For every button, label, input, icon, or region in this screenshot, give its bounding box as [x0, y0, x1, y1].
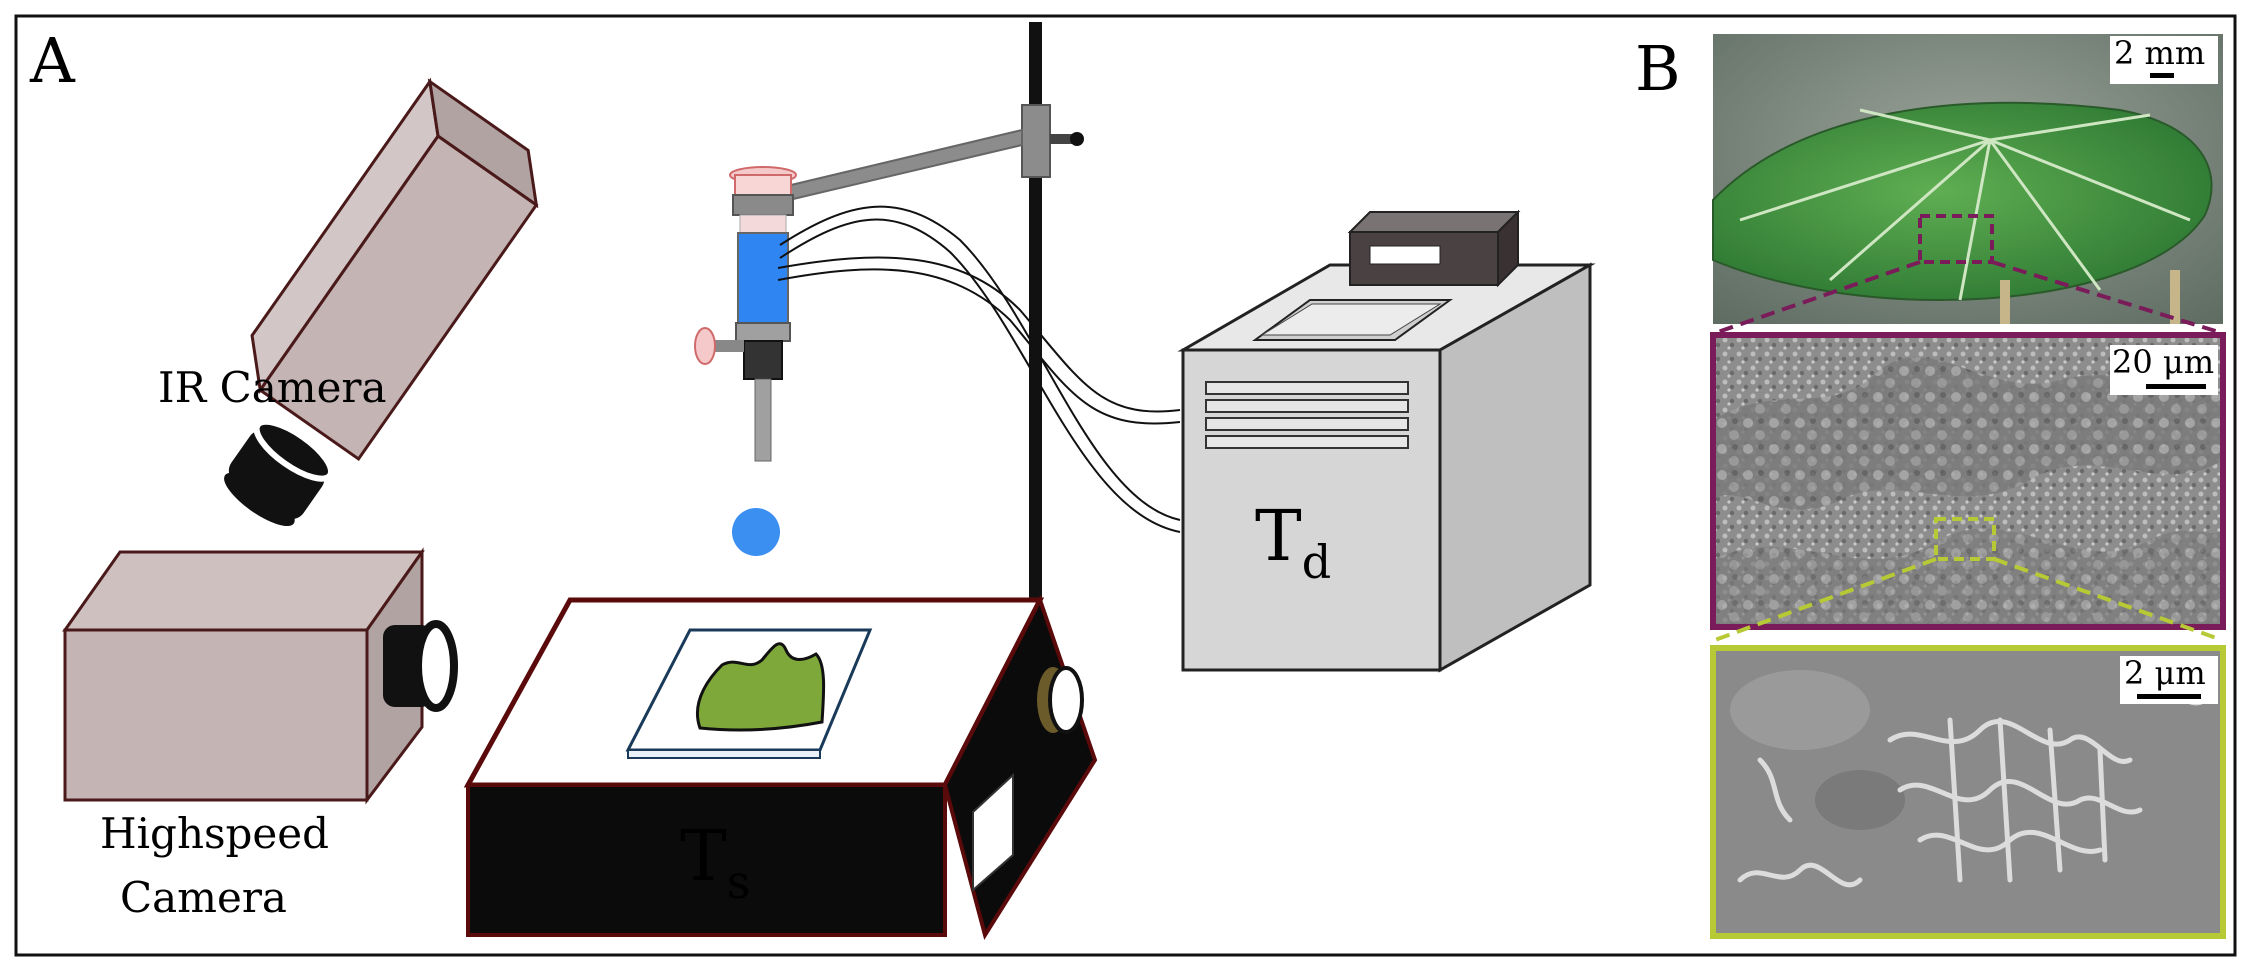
- panel-b-label: B: [1635, 32, 1681, 105]
- leaf-sample: [696, 642, 826, 732]
- sem-zoom-box: [1934, 517, 1996, 561]
- highspeed-camera: [62, 547, 458, 805]
- sem-image-high: 2 μm: [1710, 645, 2226, 939]
- bath-vents: [1205, 381, 1409, 449]
- leaf-zoom-box: [1918, 214, 1994, 264]
- heated-stage: [463, 594, 1098, 940]
- leaf-photo: 2 mm: [1712, 34, 2223, 324]
- scale-bar-sem-medium-label: 20 μm: [2112, 343, 2214, 381]
- panel-a-label: A: [29, 24, 76, 97]
- zoom-connector-2: [1714, 557, 2223, 642]
- ir-camera: [224, 77, 539, 527]
- scale-bar-leaf-label: 2 mm: [2114, 34, 2205, 72]
- stage-label: Ts: [680, 815, 750, 909]
- bath-controller: [1347, 209, 1521, 288]
- sample-slide: [625, 628, 873, 759]
- wax-crystals: [1737, 694, 2208, 888]
- sem-image-medium: 20 μm: [1710, 332, 2226, 630]
- tubing: [777, 205, 1181, 533]
- highspeed-camera-lens: [383, 620, 458, 712]
- figure-border: [14, 14, 2237, 957]
- scale-bar-sem-medium: [2146, 384, 2206, 389]
- syringe: [694, 166, 797, 462]
- scale-bar-sem-high-label: 2 μm: [2124, 654, 2206, 692]
- bath-label: Td: [1255, 495, 1331, 589]
- highspeed-camera-label-line2: Camera: [120, 873, 287, 922]
- droplet: [732, 508, 780, 556]
- ir-camera-label: IR Camera: [158, 363, 387, 412]
- leaf-veins: [1739, 108, 2191, 301]
- temperature-bath: [1177, 209, 1596, 673]
- highspeed-camera-label-line1: Highspeed: [100, 809, 329, 858]
- stage-knob: [1037, 666, 1084, 734]
- scale-bar-sem-high: [2137, 694, 2201, 699]
- scale-bar-leaf: [2150, 73, 2174, 78]
- ir-camera-lens: [224, 418, 335, 527]
- zoom-connector-1: [1714, 260, 2223, 335]
